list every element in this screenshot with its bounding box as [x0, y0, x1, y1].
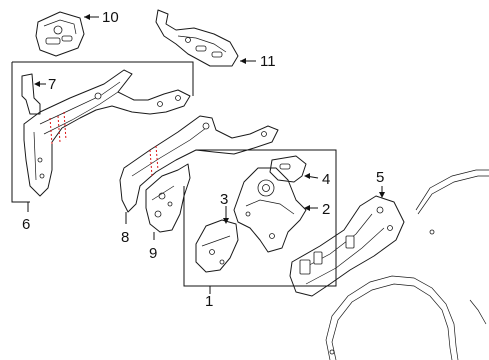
callout-11: 11	[260, 53, 276, 70]
part-5-side-member: 5	[289, 169, 405, 297]
callout-4: 4	[322, 171, 330, 188]
callout-3: 3	[220, 191, 228, 208]
callout-8: 8	[121, 229, 129, 246]
part-9-gusset: 9	[145, 163, 191, 262]
fender-outline	[325, 169, 489, 360]
group-6-frame	[11, 61, 194, 203]
part-3-lower-bracket: 3	[195, 191, 239, 273]
callout-7: 7	[48, 76, 56, 93]
callout-2: 2	[322, 201, 330, 218]
part-2-strut-tower: 2	[233, 167, 330, 253]
part-4-bracket: 4	[269, 155, 330, 188]
group-1-frame	[183, 149, 337, 287]
part-6-apron-rail: 6	[22, 69, 191, 233]
part-7-bracket: 7	[21, 73, 56, 115]
callout-10: 10	[102, 9, 119, 26]
part-11-upper-bracket: 11	[155, 9, 276, 70]
part-10-bracket: 10	[35, 9, 119, 57]
callout-6: 6	[22, 216, 30, 233]
callout-9: 9	[149, 245, 157, 262]
part-8-lower-rail: 8	[119, 115, 279, 246]
callout-5: 5	[376, 169, 384, 186]
callout-1: 1	[205, 293, 213, 310]
